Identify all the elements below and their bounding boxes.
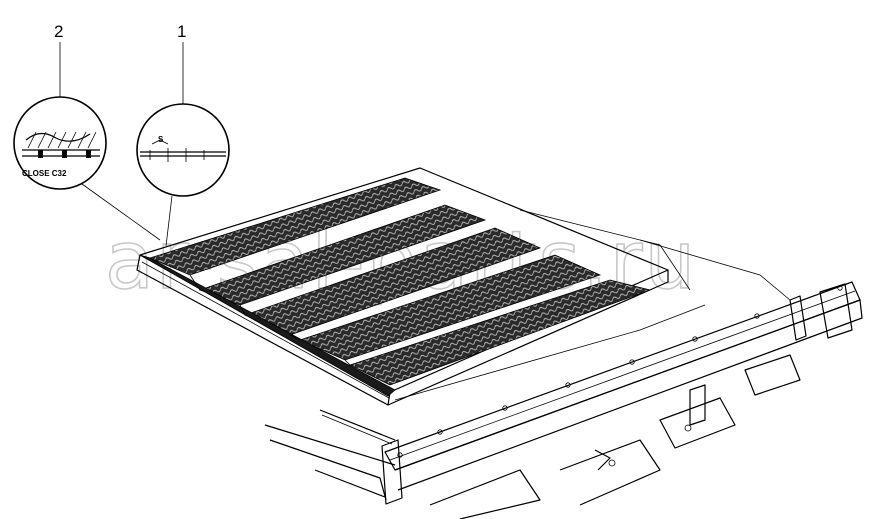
callout-number-2: 2 [54,22,63,41]
detail-1-label: S [158,135,164,144]
panel-edge-strip [139,254,396,397]
detail-2-drawing [22,131,100,158]
mesh-strip [348,279,652,386]
detail-2-label: CLOSE C32 [22,169,67,178]
mesh-strip [148,177,442,276]
detail-circle-1 [136,103,230,197]
chassis-frame [264,209,863,519]
detail-circle-2 [13,96,107,190]
mesh-floor-panel [136,167,669,406]
callout-1: 1 S [136,22,230,247]
callout-number-1: 1 [177,22,186,41]
callout-2: 2 CLOSE C32 [13,22,161,241]
detail-1-drawing [140,139,226,162]
mesh-strip [298,254,602,361]
rail-bolts [397,285,843,458]
